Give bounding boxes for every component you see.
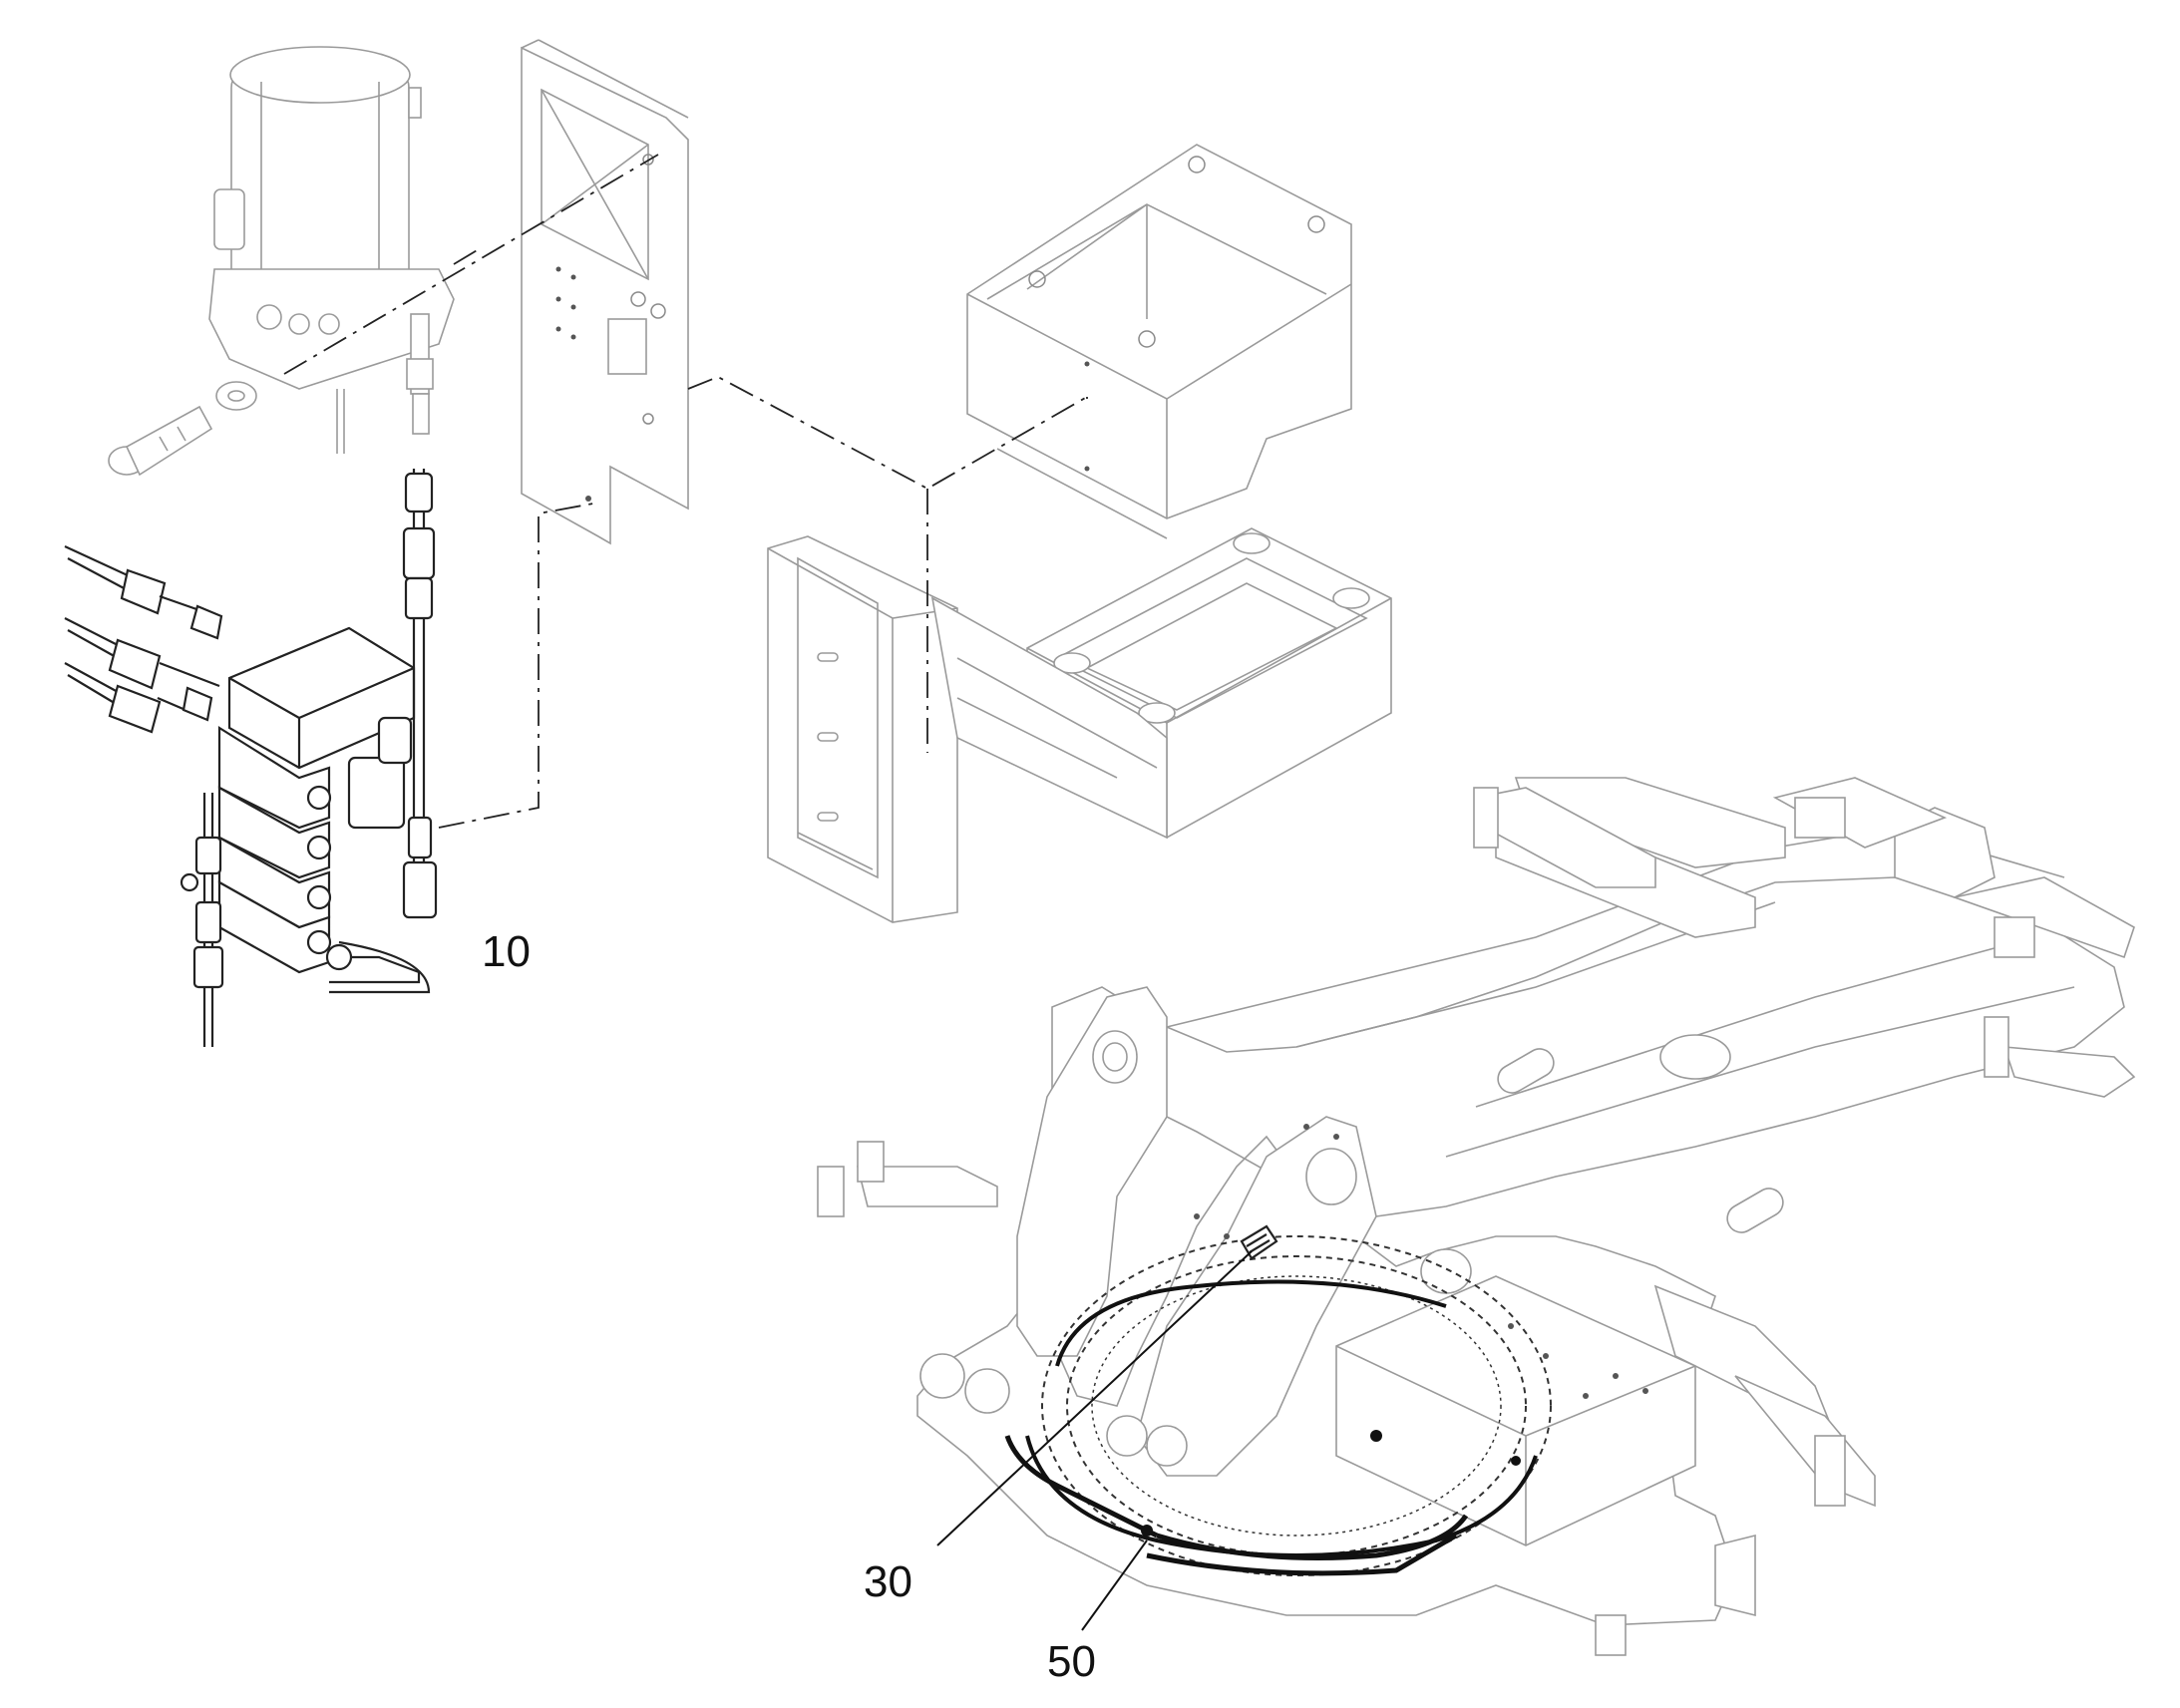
container-box-upper xyxy=(966,144,1352,539)
callout-30: 30 xyxy=(864,1557,912,1606)
lubrication-lines xyxy=(1004,1430,1521,1576)
leader-30 xyxy=(936,1250,1253,1546)
callout-50: 50 xyxy=(1047,1637,1096,1686)
bolt xyxy=(108,405,213,477)
callout-10: 10 xyxy=(482,927,531,976)
mounting-plate xyxy=(521,39,689,545)
assembly-center-lines xyxy=(283,154,1088,829)
main-frame xyxy=(817,777,2136,1656)
lubrication-pump xyxy=(208,46,455,454)
washer xyxy=(215,381,257,411)
distributor-block xyxy=(217,626,416,974)
hose-lines xyxy=(64,469,438,1047)
bracket-arm-assembly xyxy=(767,535,1168,923)
terminal-block xyxy=(1240,1224,1278,1260)
leader-50 xyxy=(1081,1539,1148,1631)
leader-lines xyxy=(936,1250,1253,1631)
